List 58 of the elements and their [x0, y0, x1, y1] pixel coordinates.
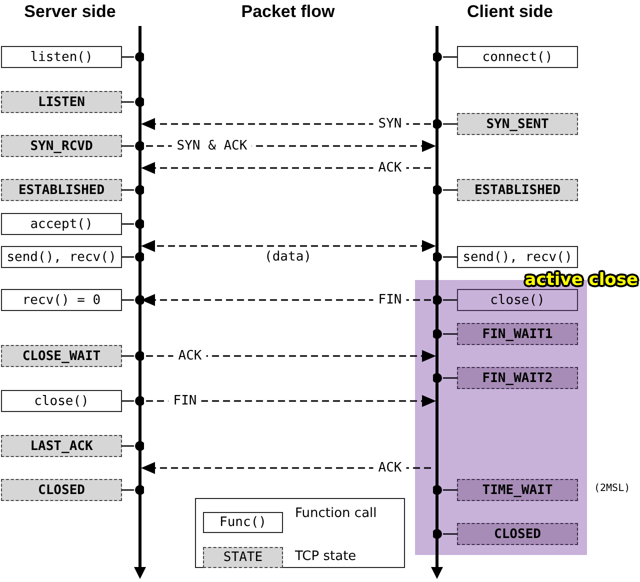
timeline-arrow: [134, 26, 146, 579]
function-box: listen(): [1, 46, 122, 68]
connector-line: [122, 351, 145, 361]
state-box: ESTABLISHED: [457, 179, 578, 201]
connector-line: [122, 396, 145, 406]
timeline-arrow: [431, 26, 443, 579]
state-box: FIN_WAIT2: [457, 367, 578, 389]
connector-line: [122, 185, 145, 195]
connector-line: [432, 52, 457, 62]
connector-line: [122, 252, 145, 262]
legend-sample: Func(): [203, 512, 283, 533]
connector-line: [122, 219, 145, 229]
state-box: ESTABLISHED: [1, 179, 122, 201]
duration-note: (2MSL): [594, 483, 630, 494]
connector-line: [122, 97, 145, 107]
connector-line: [432, 329, 457, 339]
packet-arrow: [141, 118, 431, 130]
state-box: LAST_ACK: [1, 435, 122, 457]
connector-line: [432, 295, 457, 305]
legend-text: Function call: [295, 506, 378, 522]
function-box: send(), recv(): [1, 246, 122, 268]
state-box: LISTEN: [1, 91, 122, 113]
connector-line: [122, 141, 145, 151]
packet-arrow: [141, 240, 436, 252]
column-heading: Packet flow: [241, 2, 335, 22]
packet-arrow: [146, 395, 436, 407]
connector-line: [122, 441, 145, 451]
state-box: SYN_RCVD: [1, 135, 122, 157]
connector-line: [432, 185, 457, 195]
function-box: close(): [457, 289, 578, 311]
packet-arrow: [146, 350, 436, 362]
function-box: connect(): [457, 46, 578, 68]
legend-sample: STATE: [203, 547, 283, 568]
region-title: active close: [524, 270, 638, 290]
state-box: CLOSE_WAIT: [1, 345, 122, 367]
function-box: close(): [1, 390, 122, 412]
connector-line: [432, 373, 457, 383]
function-box: accept(): [1, 213, 122, 235]
column-heading: Server side: [24, 2, 116, 22]
packet-arrow: [141, 162, 431, 174]
state-box: FIN_WAIT1: [457, 323, 578, 345]
connector-line: [432, 252, 457, 262]
packet-arrow: [141, 462, 431, 474]
connector-line: [122, 295, 145, 305]
legend-text: TCP state: [295, 549, 358, 565]
connector-line: [432, 529, 457, 539]
column-heading: Client side: [467, 2, 553, 22]
packet-arrow: [141, 294, 431, 306]
function-box: send(), recv(): [457, 246, 578, 268]
connector-line: [122, 52, 145, 62]
state-box: SYN_SENT: [457, 113, 578, 135]
state-box: CLOSED: [1, 479, 122, 501]
connector-line: [432, 485, 457, 495]
connector-line: [122, 485, 145, 495]
state-box: CLOSED: [457, 523, 578, 545]
connector-line: [432, 119, 457, 129]
state-box: TIME_WAIT: [457, 479, 578, 501]
function-box: recv() = 0: [1, 289, 122, 311]
